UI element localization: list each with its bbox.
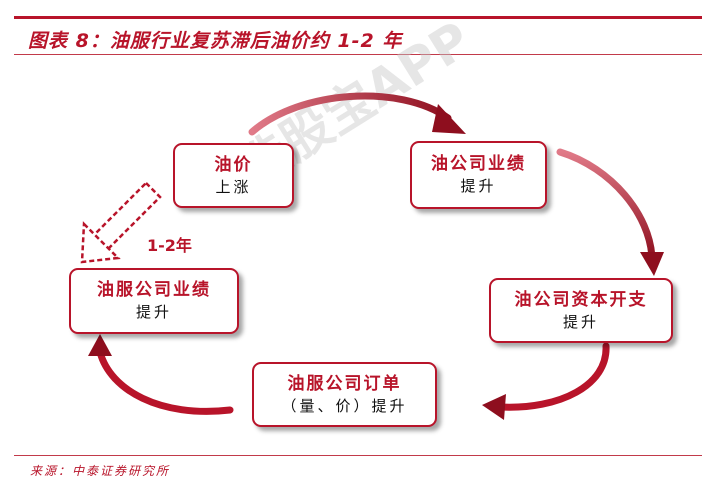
node-oil-price-title: 油价 bbox=[214, 154, 253, 175]
node-oilfield-service-orders-title: 油服公司订单 bbox=[287, 373, 402, 394]
source-note: 来源：中泰证券研究所 bbox=[30, 464, 171, 478]
node-oil-company-results-sub: 提升 bbox=[460, 177, 497, 196]
arrow-capex-to-orders bbox=[482, 342, 610, 420]
lag-label: 1-2年 bbox=[147, 236, 192, 255]
node-oil-company-capex-title: 油公司资本开支 bbox=[514, 289, 648, 310]
arrow-orders-to-service-results bbox=[88, 334, 234, 415]
arrow-price-to-results bbox=[248, 92, 466, 136]
node-oilfield-service-results-title: 油服公司业绩 bbox=[97, 280, 211, 301]
bottom-rule bbox=[14, 455, 702, 456]
node-oilfield-service-orders-sub: （量、价）提升 bbox=[281, 396, 408, 415]
node-oilfield-service-results-sub: 提升 bbox=[135, 303, 172, 322]
arrow-results-to-capex bbox=[556, 148, 664, 276]
node-oilfield-service-orders: 油服公司订单 （量、价）提升 bbox=[252, 362, 437, 427]
title-divider bbox=[14, 54, 702, 55]
node-oil-company-results-title: 油公司业绩 bbox=[431, 154, 526, 175]
node-oil-company-capex-sub: 提升 bbox=[562, 312, 599, 331]
figure-title: 图表 8：油服行业复苏滞后油价约 1-2 年 bbox=[28, 30, 403, 52]
node-oil-price-sub: 上涨 bbox=[215, 177, 252, 196]
node-oil-price: 油价 上涨 bbox=[173, 143, 294, 208]
lag-dashed-arrow bbox=[80, 181, 162, 264]
node-oilfield-service-results: 油服公司业绩 提升 bbox=[69, 268, 239, 334]
top-rule bbox=[14, 16, 702, 19]
node-oil-company-capex: 油公司资本开支 提升 bbox=[489, 278, 673, 343]
node-oil-company-results: 油公司业绩 提升 bbox=[410, 141, 547, 209]
